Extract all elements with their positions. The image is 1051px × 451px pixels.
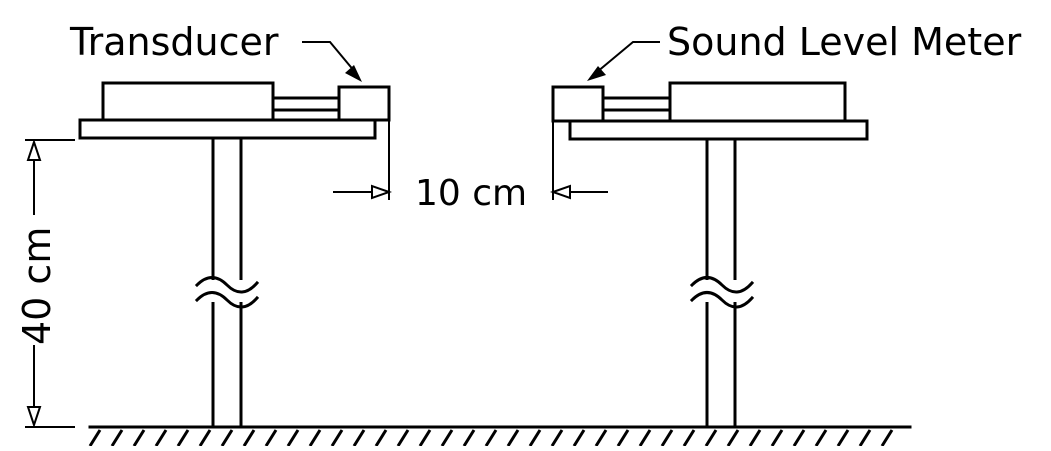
hatch-stroke (220, 429, 234, 447)
transducer-box (337, 85, 391, 122)
left-base-plate (78, 118, 377, 140)
hatch-stroke (880, 429, 894, 447)
hatch-stroke (616, 429, 630, 447)
gap-label: 10 cm (415, 173, 527, 214)
ground-hatching (88, 429, 894, 447)
hatch-stroke (572, 429, 586, 447)
left-device-body (101, 81, 275, 122)
hatch-stroke (88, 429, 102, 447)
gap-dimension (333, 121, 608, 200)
transducer-label: Transducer (69, 20, 279, 64)
hatch-stroke (550, 429, 564, 447)
hatch-stroke (594, 429, 608, 447)
left-assembly (78, 81, 391, 429)
hatch-stroke (528, 429, 542, 447)
sound-level-meter-label: Sound Level Meter (667, 20, 1022, 64)
hatch-stroke (726, 429, 740, 447)
left-connector-rod (271, 96, 341, 112)
hatch-stroke (264, 429, 278, 447)
hatch-stroke (132, 429, 146, 447)
hatch-stroke (198, 429, 212, 447)
hatch-stroke (352, 429, 366, 447)
sound-level-meter-leader (587, 41, 660, 81)
hatch-stroke (770, 429, 784, 447)
sound-level-meter-box (551, 85, 605, 123)
transducer-leader (302, 41, 362, 82)
right-post-break-mark (689, 276, 755, 309)
right-assembly (551, 81, 869, 429)
ground (88, 425, 912, 447)
right-connector-rod (601, 96, 672, 112)
hatch-stroke (484, 429, 498, 447)
hatch-stroke (242, 429, 256, 447)
hatch-stroke (396, 429, 410, 447)
hatch-stroke (638, 429, 652, 447)
hatch-stroke (176, 429, 190, 447)
hatch-stroke (308, 429, 322, 447)
right-base-plate (568, 119, 869, 141)
hatch-stroke (418, 429, 432, 447)
hatch-stroke (374, 429, 388, 447)
left-post-break-mark (194, 276, 260, 309)
hatch-stroke (330, 429, 344, 447)
hatch-stroke (110, 429, 124, 447)
hatch-stroke (858, 429, 872, 447)
hatch-stroke (660, 429, 674, 447)
height-dimension (25, 138, 75, 429)
hatch-stroke (748, 429, 762, 447)
height-label: 40 cm (15, 227, 59, 345)
hatch-stroke (154, 429, 168, 447)
hatch-stroke (792, 429, 806, 447)
hatch-stroke (286, 429, 300, 447)
right-device-body (668, 81, 847, 123)
hatch-stroke (462, 429, 476, 447)
hatch-stroke (506, 429, 520, 447)
hatch-stroke (704, 429, 718, 447)
hatch-stroke (814, 429, 828, 447)
hatch-stroke (682, 429, 696, 447)
hatch-stroke (440, 429, 454, 447)
hatch-stroke (836, 429, 850, 447)
